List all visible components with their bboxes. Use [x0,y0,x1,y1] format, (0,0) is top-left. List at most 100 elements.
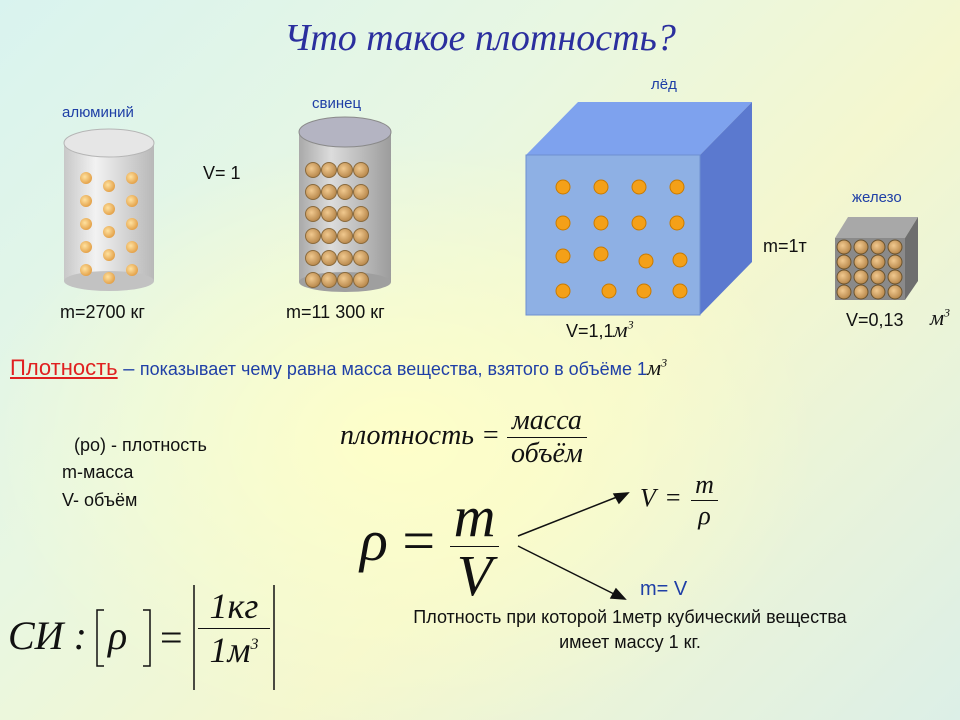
main-formula-fraction: m V [449,488,500,608]
aluminum-atom [126,195,138,207]
lead-atom [305,206,321,222]
lead-cylinder [298,116,392,292]
lead-atom [353,272,369,288]
ice-label: лёд [651,76,677,93]
ice-atom [555,179,571,195]
lead-atom [321,250,337,266]
lead-atom [305,184,321,200]
aluminum-atom [103,272,115,284]
legend-rho: (ро) - плотность [74,435,207,455]
explanation-line-2: имеет массу 1 кг. [559,632,701,653]
si-num: 1кг [198,585,270,630]
lead-label: свинец [312,95,362,112]
aluminum-atom [126,218,138,230]
legend-m: m-масса [62,462,134,482]
ice-atom [669,215,685,231]
common-volume: V= 1 [203,163,241,183]
lead-atom [305,228,321,244]
iron-volume: V=0,13 [846,310,904,330]
ice-atom [669,179,685,195]
si-label: СИ : [8,613,87,658]
iron-atom [836,284,852,300]
ice-atom [593,179,609,195]
definition-text: показывает чему равна масса вещества, вз… [139,359,648,379]
ice-atom [631,215,647,231]
ice-atom [555,248,571,264]
iron-atom [870,239,886,255]
iron-atom [887,254,903,270]
aluminum-atom [80,195,92,207]
v-formula: V = m ρ [640,470,718,531]
si-rho: ρ [108,613,128,658]
lead-atom [353,184,369,200]
word-formula-eq: = [481,419,500,451]
ice-mass: m=1т [763,236,807,256]
iron-atom [836,254,852,270]
lead-atom [353,206,369,222]
lead-atom [321,206,337,222]
lead-atom [321,228,337,244]
ice-volume: V=1,1м3 [566,317,634,343]
iron-atom [887,269,903,285]
lead-atom [337,250,353,266]
ice-cube [525,102,752,316]
iron-atom [853,284,869,300]
main-formula: ρ = m V [360,488,500,608]
ice-atom [593,246,609,262]
definition-dash: – [117,358,140,380]
v-formula-den: ρ [698,501,711,530]
aluminum-atom [103,249,115,261]
ice-atom [593,215,609,231]
aluminum-atom [103,180,115,192]
iron-atom [853,239,869,255]
lead-atom [353,228,369,244]
aluminum-atom [80,172,92,184]
iron-atom [836,239,852,255]
si-eq: = [160,615,183,660]
aluminum-atom [103,226,115,238]
lead-atom [305,250,321,266]
aluminum-label: алюминий [62,104,134,121]
word-formula-den: объём [510,438,583,469]
iron-label: железо [852,189,902,206]
iron-atom [853,269,869,285]
aluminum-atom [80,264,92,276]
lead-atom [305,272,321,288]
word-formula-fraction: масса объём [506,405,587,470]
aluminum-atom [126,264,138,276]
aluminum-atom [80,241,92,253]
lead-atom [321,162,337,178]
lead-atom [321,272,337,288]
lead-atom [337,272,353,288]
iron-atom [870,284,886,300]
ice-atom [601,283,617,299]
main-formula-rho: ρ [360,507,388,573]
main-formula-den: V [456,543,493,608]
ice-atom [555,215,571,231]
lead-atom [337,206,353,222]
v-formula-num: m [691,470,718,501]
lead-mass: m=11 300 кг [286,302,385,322]
lead-atom [353,162,369,178]
iron-atom [887,284,903,300]
aluminum-atom [80,218,92,230]
ice-atom [555,283,571,299]
lead-atom [353,250,369,266]
iron-atom [853,254,869,270]
aluminum-atom [126,241,138,253]
arrow-to-m-formula [517,545,627,600]
v-formula-eq: = [665,483,681,513]
lead-atom [305,162,321,178]
ice-atom [672,283,688,299]
arrow-to-v-formula [517,492,630,537]
si-den: 1м3 [209,630,259,671]
ice-atom [636,283,652,299]
definition-unit: м3 [647,355,668,380]
word-formula-num: масса [506,405,587,438]
legend-v: V- объём [62,490,138,510]
explanation: Плотность при которой 1метр кубический в… [320,605,940,655]
iron-cube [835,217,918,300]
aluminum-mass: m=2700 кг [60,302,145,322]
aluminum-cylinder [63,128,155,291]
